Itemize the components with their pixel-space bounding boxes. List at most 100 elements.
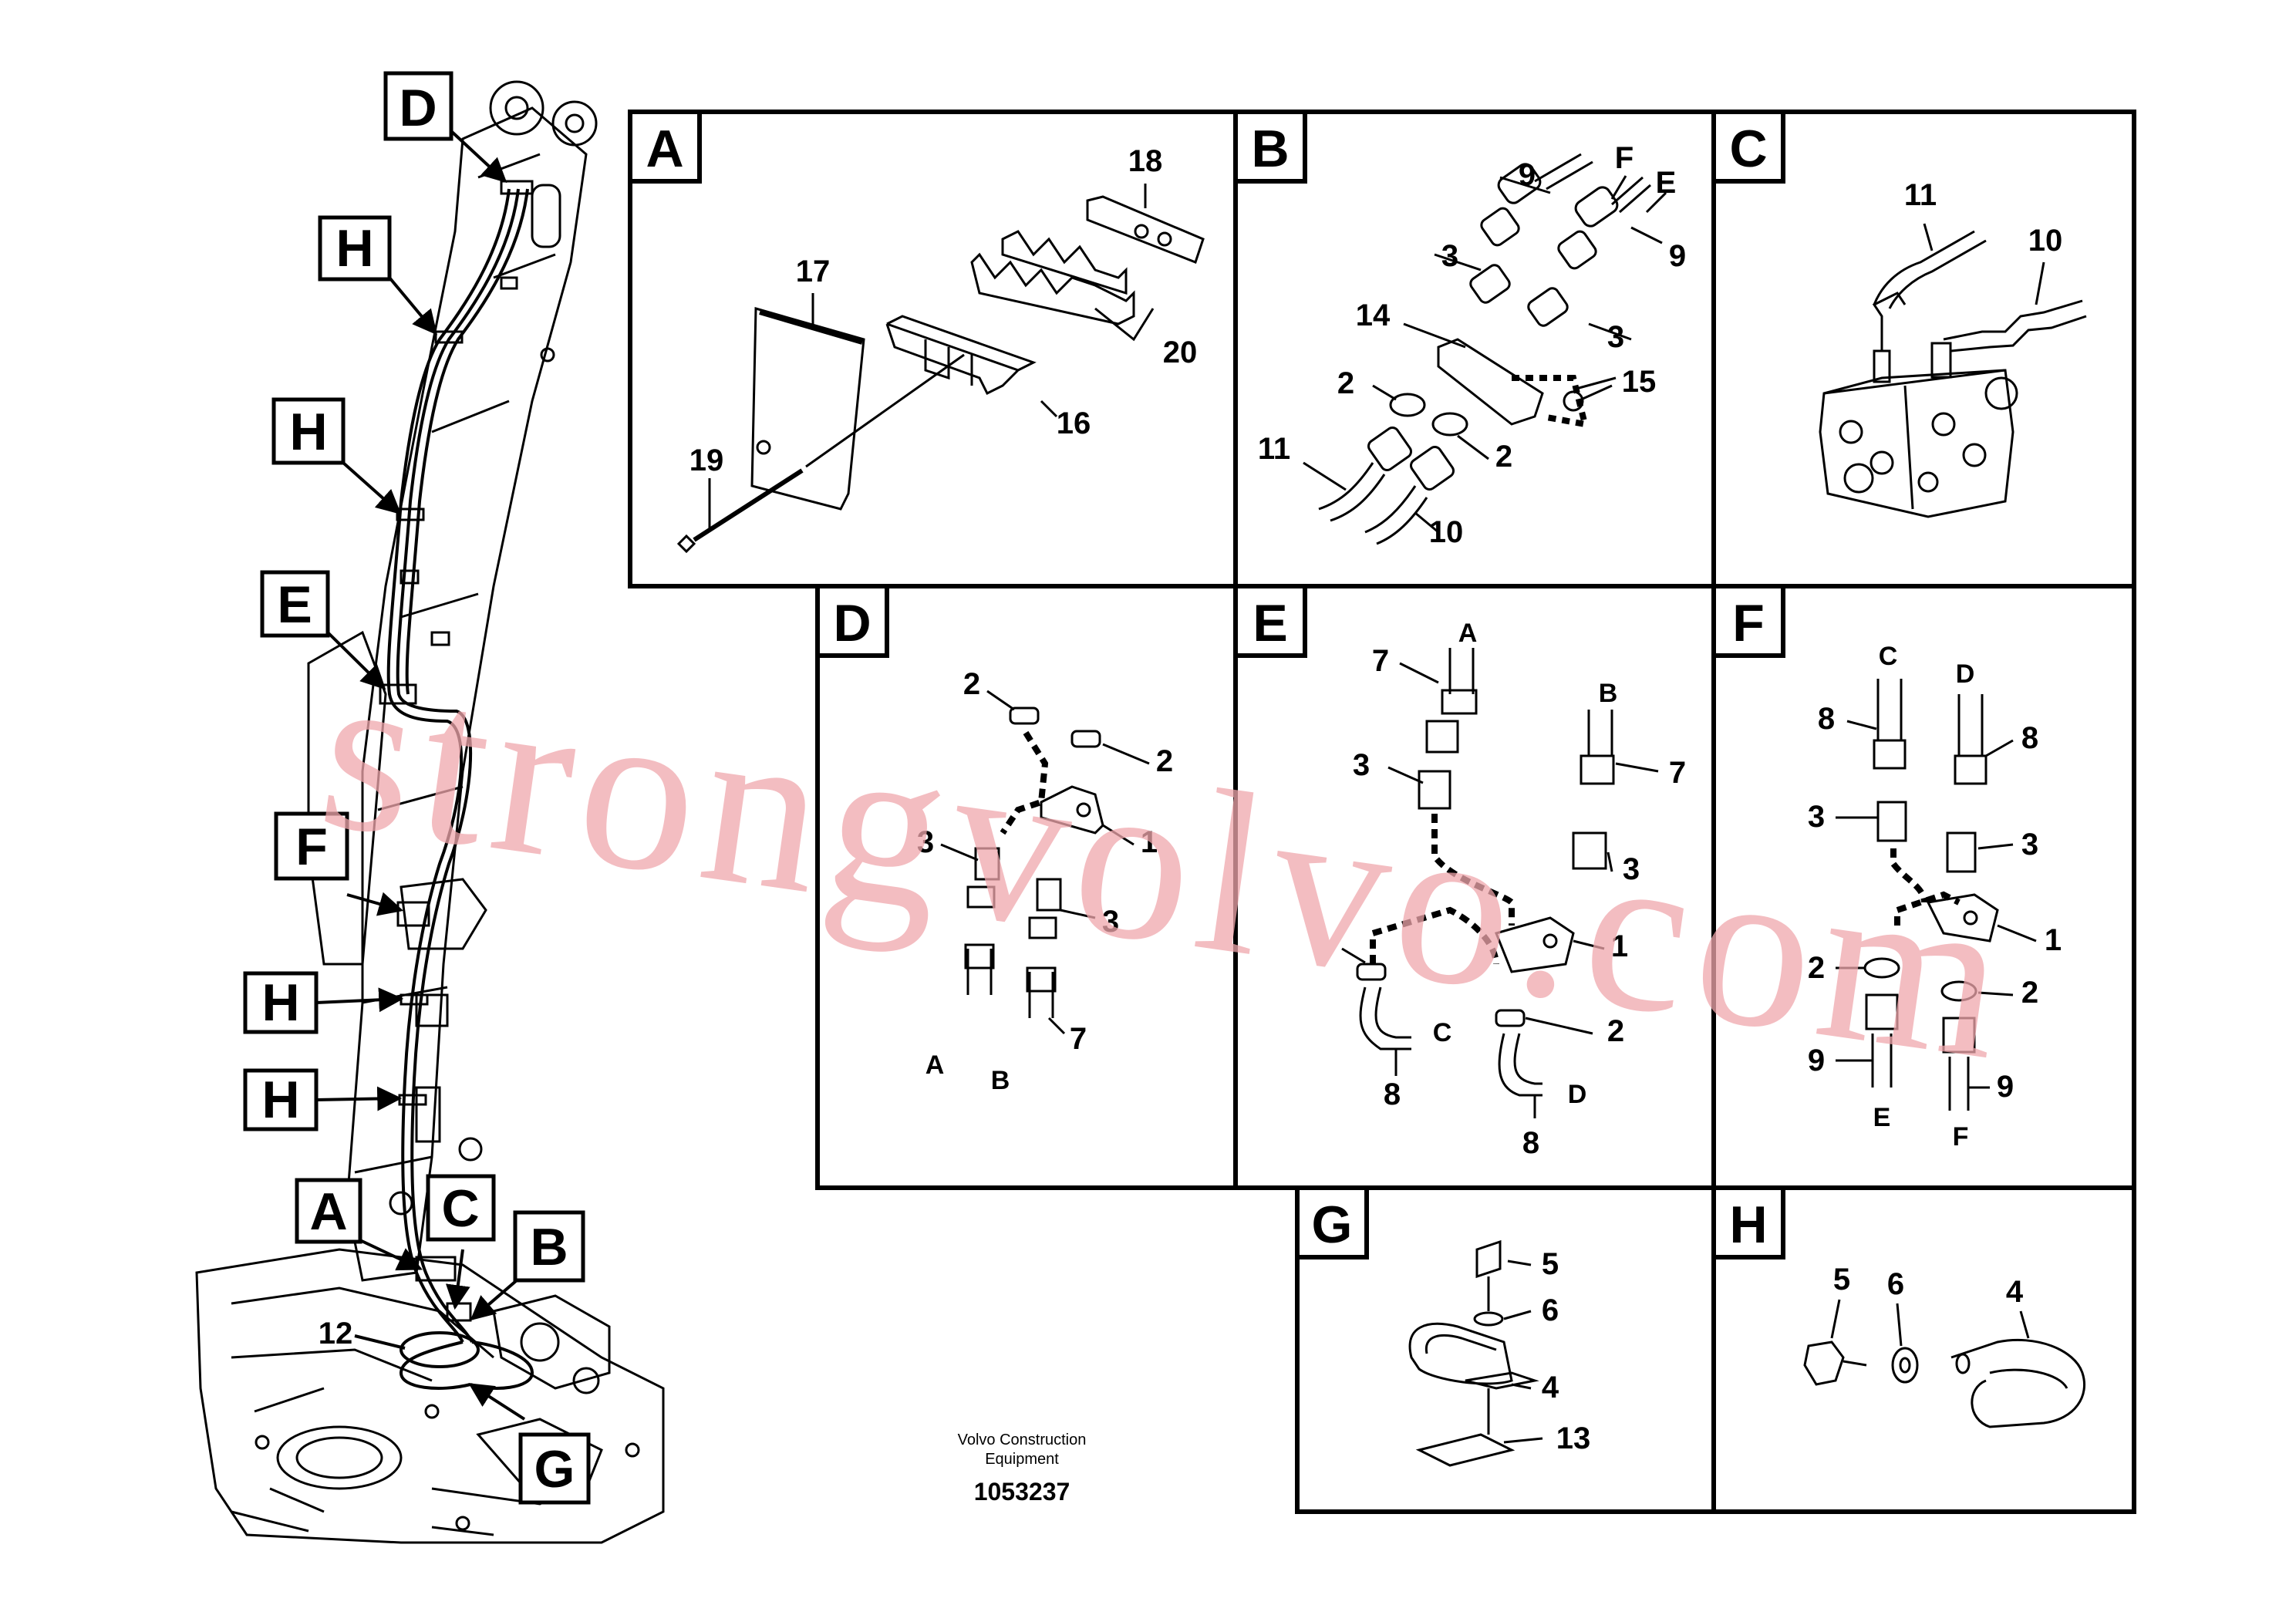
overview-callout-12: 12 <box>319 1317 353 1351</box>
callout-7d: 7 <box>1070 1022 1087 1056</box>
callout-3e-a: 3 <box>1353 748 1370 782</box>
callout-2f-a: 2 <box>1808 951 1825 985</box>
overview-label-D[interactable]: D <box>383 71 453 141</box>
callout-3d-b: 3 <box>1102 905 1119 939</box>
overview-label-A[interactable]: A <box>295 1178 362 1244</box>
pin-A-e: A <box>1458 619 1478 648</box>
panel-tag-G[interactable]: G <box>1295 1185 1369 1259</box>
callout-9b: 9 <box>1669 239 1686 273</box>
svg-text:C: C <box>441 1179 479 1238</box>
panel-E-detail <box>1341 648 1659 1118</box>
svg-text:F: F <box>295 818 328 876</box>
svg-text:B: B <box>530 1218 568 1276</box>
svg-text:G: G <box>1312 1195 1353 1254</box>
callout-2a: 2 <box>1337 366 1354 400</box>
panel-C-callouts: 11 10 <box>1904 178 2062 258</box>
callout-3f-a: 3 <box>1808 800 1825 834</box>
panel-F-callouts: C D 8 8 3 3 1 2 2 9 9 E F <box>1808 642 2062 1152</box>
callout-8e-b: 8 <box>1522 1126 1539 1160</box>
pin-D-f: D <box>1956 659 1975 689</box>
overview-letter-boxes: D H H E F H H A <box>243 71 591 1505</box>
callout-15: 15 <box>1622 365 1657 399</box>
callout-11c: 11 <box>1904 178 1937 212</box>
panel-tag-A[interactable]: A <box>628 110 702 184</box>
svg-text:B: B <box>1251 120 1289 178</box>
pin-B-d: B <box>991 1066 1010 1095</box>
overview-label-H4[interactable]: H <box>243 1068 319 1131</box>
svg-text:H: H <box>261 1071 299 1129</box>
callout-3a: 3 <box>1441 239 1458 273</box>
callout-11: 11 <box>1258 432 1290 466</box>
boom-overview <box>195 80 665 1544</box>
svg-text:D: D <box>833 594 871 653</box>
panel-B-detail <box>1303 153 1667 545</box>
panel-C-detail <box>1819 223 2087 518</box>
panel-tag-C[interactable]: C <box>1711 110 1785 184</box>
callout-10c: 10 <box>2028 224 2063 258</box>
panel-tag-H[interactable]: H <box>1711 1185 1785 1259</box>
callout-10: 10 <box>1429 515 1464 549</box>
panel-F-detail <box>1836 679 2037 1111</box>
callout-2e: 2 <box>1607 1014 1624 1048</box>
callout-19: 19 <box>689 443 724 477</box>
overview-label-F[interactable]: F <box>274 811 349 881</box>
panel-D-detail <box>940 690 1150 1035</box>
svg-text:G: G <box>534 1440 575 1499</box>
svg-text:H: H <box>335 219 373 278</box>
callout-1d: 1 <box>1141 825 1158 859</box>
svg-text:H: H <box>1729 1195 1767 1254</box>
pin-D-e: D <box>1568 1080 1587 1109</box>
callout-3f-b: 3 <box>2021 828 2038 862</box>
callout-1f: 1 <box>2045 923 2062 957</box>
overview-label-H3[interactable]: H <box>243 971 319 1034</box>
panel-G-detail <box>1408 1239 1543 1467</box>
callout-20: 20 <box>1163 336 1198 369</box>
svg-text:H: H <box>289 403 327 461</box>
detail-grid-frame <box>628 110 2136 1514</box>
panel-H-detail <box>1803 1299 2086 1428</box>
svg-text:D: D <box>399 79 437 137</box>
callout-3e-b: 3 <box>1623 852 1640 886</box>
svg-text:H: H <box>261 973 299 1032</box>
caption-block: Volvo Construction Equipment 1053237 <box>958 1431 1087 1506</box>
callout-18: 18 <box>1128 144 1163 178</box>
panel-G-callouts: 5 6 4 13 <box>1542 1247 1590 1455</box>
svg-text:E: E <box>1253 594 1287 653</box>
callout-8e-a: 8 <box>1384 1077 1401 1111</box>
overview-label-H2[interactable]: H <box>271 397 346 465</box>
panel-A-callouts: 17 18 20 16 19 <box>689 144 1198 477</box>
callout-6h: 6 <box>1887 1267 1904 1301</box>
document-number: 1053237 <box>974 1478 1070 1506</box>
callout-4h: 4 <box>2006 1275 2024 1309</box>
panel-tag-D[interactable]: D <box>815 584 889 658</box>
callout-9f-a: 9 <box>1808 1044 1825 1077</box>
pin-C-f: C <box>1879 642 1898 671</box>
overview-label-H1[interactable]: H <box>318 215 392 282</box>
panel-B-callouts: 9 F E 9 3 3 14 15 2 2 11 10 <box>1258 141 1686 549</box>
overview-label-B[interactable]: B <box>513 1210 585 1283</box>
pin-E: E <box>1656 166 1677 200</box>
overview-label-E[interactable]: E <box>260 570 330 638</box>
overview-label-C[interactable]: C <box>426 1174 496 1242</box>
panel-H-callouts: 5 6 4 <box>1833 1263 2024 1309</box>
panel-letter-tags: A B C D E F G H <box>628 110 1785 1259</box>
panel-D-callouts: 2 2 1 3 3 7 A B <box>917 667 1173 1095</box>
callout-5g: 5 <box>1542 1247 1559 1281</box>
callout-3b: 3 <box>1607 320 1624 354</box>
overview-label-G[interactable]: G <box>518 1432 591 1505</box>
callout-2d-a: 2 <box>963 667 980 701</box>
pin-F-f: F <box>1953 1122 1969 1152</box>
panel-tag-F[interactable]: F <box>1711 584 1785 658</box>
callout-8f-b: 8 <box>2021 721 2038 755</box>
callout-16: 16 <box>1057 406 1091 440</box>
callout-13: 13 <box>1556 1421 1591 1455</box>
panel-tag-B[interactable]: B <box>1233 110 1307 184</box>
pin-B-e: B <box>1599 679 1618 708</box>
pin-F: F <box>1615 141 1633 175</box>
pin-E-f: E <box>1873 1103 1891 1132</box>
panel-tag-E[interactable]: E <box>1233 584 1307 658</box>
callout-4g: 4 <box>1542 1371 1559 1404</box>
caption-line-2: Equipment <box>985 1451 1059 1468</box>
callout-3d-a: 3 <box>917 825 934 859</box>
